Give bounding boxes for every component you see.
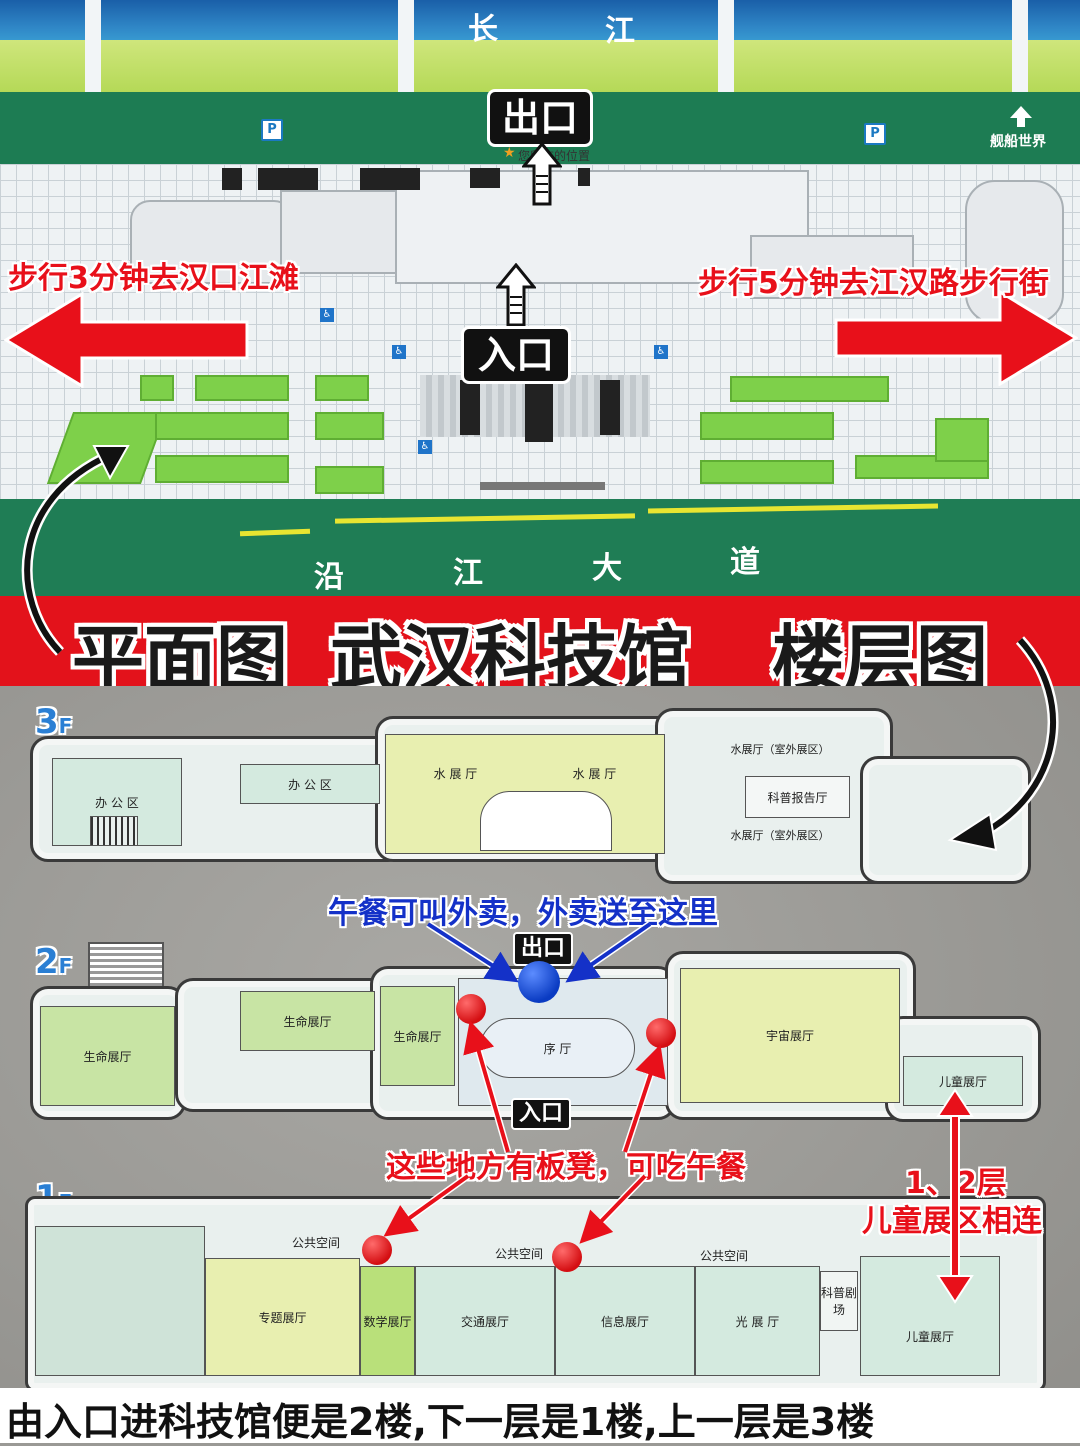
life-hall: 生命展厅 [40, 1006, 175, 1106]
building-dark-block [460, 380, 480, 435]
science-theater: 科普剧场 [820, 1271, 858, 1331]
up-arrow-icon [1010, 106, 1032, 118]
office-area: 办 公 区 [240, 764, 380, 804]
pier-pillar [1012, 0, 1028, 100]
planter-bar [480, 482, 605, 490]
grass-bed [195, 375, 289, 401]
star-icon: ★ [503, 145, 516, 161]
building-dark-block [258, 168, 318, 190]
road-label: 道 [730, 545, 762, 580]
light-hall: 光 展 厅 [695, 1266, 820, 1376]
pier-pillar [398, 0, 414, 100]
grass-bed [730, 376, 889, 402]
accessible-icon: ♿ [418, 440, 432, 454]
life-hall: 生命展厅 [240, 991, 375, 1051]
entrance-label: 入口 [511, 1098, 571, 1130]
stairs [90, 816, 138, 846]
grass-bed [155, 455, 289, 483]
river-label: 长 [468, 12, 500, 47]
accessible-icon: ♿ [654, 345, 668, 359]
accessible-icon: ♿ [392, 345, 406, 359]
footer-note: 由入口进科技馆便是2楼,下一层是1楼,上一层是3楼 [0, 1388, 1080, 1444]
yanjiang-avenue [0, 499, 1080, 596]
up-arrow-icon [496, 263, 536, 327]
information-hall: 信息展厅 [555, 1266, 695, 1376]
special-exhibition-hall: 专题展厅 [205, 1258, 360, 1376]
road-label: 大 [592, 551, 624, 586]
museum-building [395, 170, 809, 284]
public-space-label: 公共空间 [292, 1236, 341, 1250]
ship-world-label: 舰船世界 [990, 134, 1046, 150]
yangtze-river [0, 0, 1080, 45]
up-arrow-icon [1017, 117, 1025, 127]
walk-to-jianghan-road-label: 步行5分钟去江汉路步行街 [698, 266, 1049, 301]
children-hall: 儿童展厅 [860, 1256, 1000, 1376]
bench-note: 这些地方有板凳，可吃午餐 [386, 1150, 746, 1185]
exit-label: 出口 [513, 932, 573, 966]
universe-hall: 宇宙展厅 [680, 968, 900, 1103]
traffic-hall: 交通展厅 [415, 1266, 555, 1376]
grass-bed [315, 375, 369, 401]
delivery-note: 午餐可叫外卖，外卖送至这里 [328, 896, 718, 931]
parking-icon: P [261, 119, 283, 141]
lobby: 序 厅 [480, 1018, 635, 1078]
entrance-label: 入口 [461, 326, 571, 384]
public-space-label: 公共空间 [495, 1247, 544, 1261]
building-dark-block [600, 380, 620, 435]
grass-bed [155, 412, 289, 440]
river-label: 江 [605, 14, 637, 49]
life-hall: 生命展厅 [380, 986, 455, 1086]
building-dark-block [360, 168, 420, 190]
left-arrow-icon [4, 292, 249, 388]
water-outdoor-label: 水展厅（室外展区） [730, 743, 830, 756]
building-dark-block [470, 168, 500, 188]
grass-bed [315, 412, 384, 440]
service-rooms [35, 1226, 205, 1376]
grass-bed [700, 460, 834, 484]
pier-pillar [85, 0, 101, 100]
road-label: 江 [453, 556, 485, 591]
building-block [750, 235, 914, 299]
building-dark-block [222, 168, 242, 190]
building-block [280, 190, 414, 274]
water-hall-label: 水 展 厅 [572, 767, 617, 781]
bench-marker [456, 994, 486, 1024]
exit-label: 出口 [487, 89, 593, 147]
right-arrow-icon [834, 290, 1078, 386]
floor-plans: 3F 办 公 区 办 公 区 水 展 厅 水 展 厅 水展厅（室外展区） 科普报… [0, 686, 1080, 1443]
walk-to-jiangtan-label: 步行3分钟去汉口江滩 [8, 261, 299, 296]
delivery-point-marker [518, 961, 560, 1003]
site-map: 长 江 P P P 舰船世界 ♿ ♿ ♿ ♿ 沿 江 大 道 出口 ★ 您所在的… [0, 0, 1080, 596]
math-hall: 数学展厅 [360, 1266, 415, 1376]
grass-bed [935, 418, 989, 462]
bench-marker [552, 1242, 582, 1272]
pier-pillar [718, 0, 734, 100]
grass-bed [140, 375, 174, 401]
water-outdoor-label: 水展厅（室外展区） [730, 829, 830, 842]
public-space-label: 公共空间 [700, 1249, 749, 1263]
children-hall: 儿童展厅 [903, 1056, 1023, 1106]
grass-bed [700, 412, 834, 440]
grass-bed [315, 466, 384, 494]
building-dark-block [578, 168, 590, 186]
floor-3-label: 3F [35, 702, 73, 742]
building-dark-block [525, 380, 553, 442]
road-label: 沿 [314, 560, 346, 595]
public-space-row: 公共空间 公共空间 公共空间 [180, 1231, 880, 1263]
parking-icon: P [864, 123, 886, 145]
bench-marker [646, 1018, 676, 1048]
bench-marker [362, 1235, 392, 1265]
up-arrow-icon [522, 142, 562, 206]
annotation-arrows [383, 921, 974, 1304]
river-bank [0, 40, 1080, 92]
footer-text: 由入口进科技馆便是2楼,下一层是1楼,上一层是3楼 [6, 1400, 875, 1444]
floor-2-label: 2F [35, 942, 73, 982]
science-lecture-hall: 科普报告厅 [745, 776, 850, 818]
atrium-void [480, 791, 612, 851]
title-banner: 平面图 武汉科技馆 楼层图 [0, 596, 1080, 701]
water-hall-label: 水 展 厅 [433, 767, 478, 781]
accessible-icon: ♿ [320, 308, 334, 322]
